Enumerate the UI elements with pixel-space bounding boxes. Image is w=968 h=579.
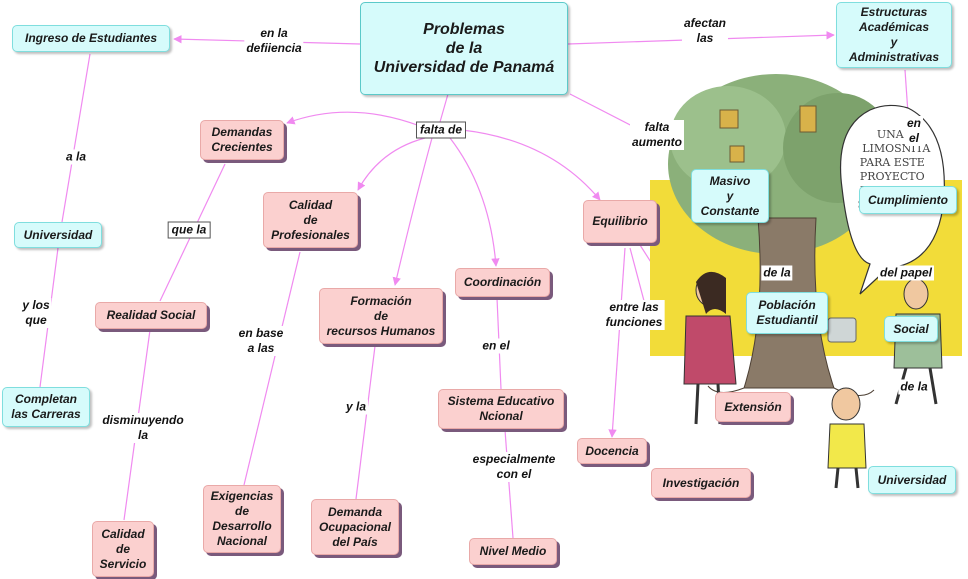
label-falta-de: falta de bbox=[415, 121, 467, 139]
edge-calidad-exigencias bbox=[243, 251, 301, 486]
node-investigacion[interactable]: Investigación bbox=[651, 468, 751, 498]
label-y-la: y la bbox=[343, 399, 369, 415]
node-completan[interactable]: Completan las Carreras bbox=[2, 387, 90, 427]
label-especialmente-con-el: especialmente con el bbox=[470, 452, 558, 482]
node-demanda-ocupacional[interactable]: Demanda Ocupacional del País bbox=[311, 499, 399, 555]
label-en-la-deficiencia: en la defiiencia bbox=[244, 26, 304, 56]
node-extension[interactable]: Extensión bbox=[715, 392, 791, 422]
node-equilibrio[interactable]: Equilibrio bbox=[583, 200, 657, 243]
label-falta-aumento: falta aumento bbox=[629, 120, 685, 150]
node-demandas[interactable]: Demandas Crecientes bbox=[200, 120, 284, 160]
label-afectan-las: afectan las bbox=[681, 16, 729, 46]
label-en-base-a-las: en base a las bbox=[236, 326, 286, 356]
label-y-los-que: y los que bbox=[20, 298, 52, 328]
label-del-papel: del papel bbox=[877, 265, 935, 281]
node-exigencias[interactable]: Exigencias de Desarrollo Nacional bbox=[203, 485, 281, 553]
label-en-el: en el bbox=[480, 338, 512, 354]
label-entre-las-funciones: entre las funciones bbox=[603, 300, 665, 330]
title-node[interactable]: Problemas de la Universidad de Panamá bbox=[360, 2, 568, 95]
edge-faltade-coordinacion bbox=[449, 137, 500, 267]
edge-faltade-demandas bbox=[286, 111, 421, 127]
node-ingreso[interactable]: Ingreso de Estudiantes bbox=[12, 25, 170, 52]
node-poblacion[interactable]: Población Estudiantil bbox=[746, 292, 828, 334]
label-de-la-2: de la bbox=[898, 379, 930, 395]
edge-faltade-equilibrio bbox=[461, 129, 601, 201]
edge-title-faltade bbox=[439, 93, 449, 123]
label-disminuyendo-la: disminuyendo la bbox=[100, 413, 186, 443]
label-a-la: a la bbox=[63, 149, 89, 165]
node-docencia[interactable]: Docencia bbox=[577, 438, 647, 464]
node-universidad-left[interactable]: Universidad bbox=[14, 222, 102, 248]
label-en-el-right: en el bbox=[904, 116, 924, 146]
edge-faltade-calidad bbox=[357, 137, 426, 191]
node-realidad[interactable]: Realidad Social bbox=[95, 302, 207, 329]
label-de-la-1: de la bbox=[761, 265, 793, 281]
node-nivel-medio[interactable]: Nivel Medio bbox=[469, 538, 557, 565]
label-que-la: que la bbox=[167, 221, 211, 239]
node-coordinacion[interactable]: Coordinación bbox=[455, 268, 550, 297]
edge-faltade-formacion bbox=[392, 137, 433, 286]
node-cumplimiento[interactable]: Cumplimiento bbox=[859, 186, 957, 214]
node-sistema-educativo[interactable]: Sistema Educativo Ncional bbox=[438, 389, 564, 429]
node-calidad-servicio[interactable]: Calidad de Servicio bbox=[92, 521, 154, 577]
node-universidad-right[interactable]: Universidad bbox=[868, 466, 956, 494]
node-estructuras[interactable]: Estructuras Académicas y Administrativas bbox=[836, 2, 952, 68]
node-calidad-profesionales[interactable]: Calidad de Profesionales bbox=[263, 192, 358, 248]
node-masivo[interactable]: Masivo y Constante bbox=[691, 169, 769, 223]
node-social[interactable]: Social bbox=[884, 316, 938, 342]
edge-equilibrio-docencia bbox=[608, 247, 626, 438]
edge-ingreso-universidad bbox=[61, 53, 91, 223]
node-formacion[interactable]: Formación de recursos Humanos bbox=[319, 288, 443, 344]
edge-sistema-nivelmedio bbox=[504, 429, 514, 539]
edge-formacion-demanda bbox=[355, 345, 376, 500]
